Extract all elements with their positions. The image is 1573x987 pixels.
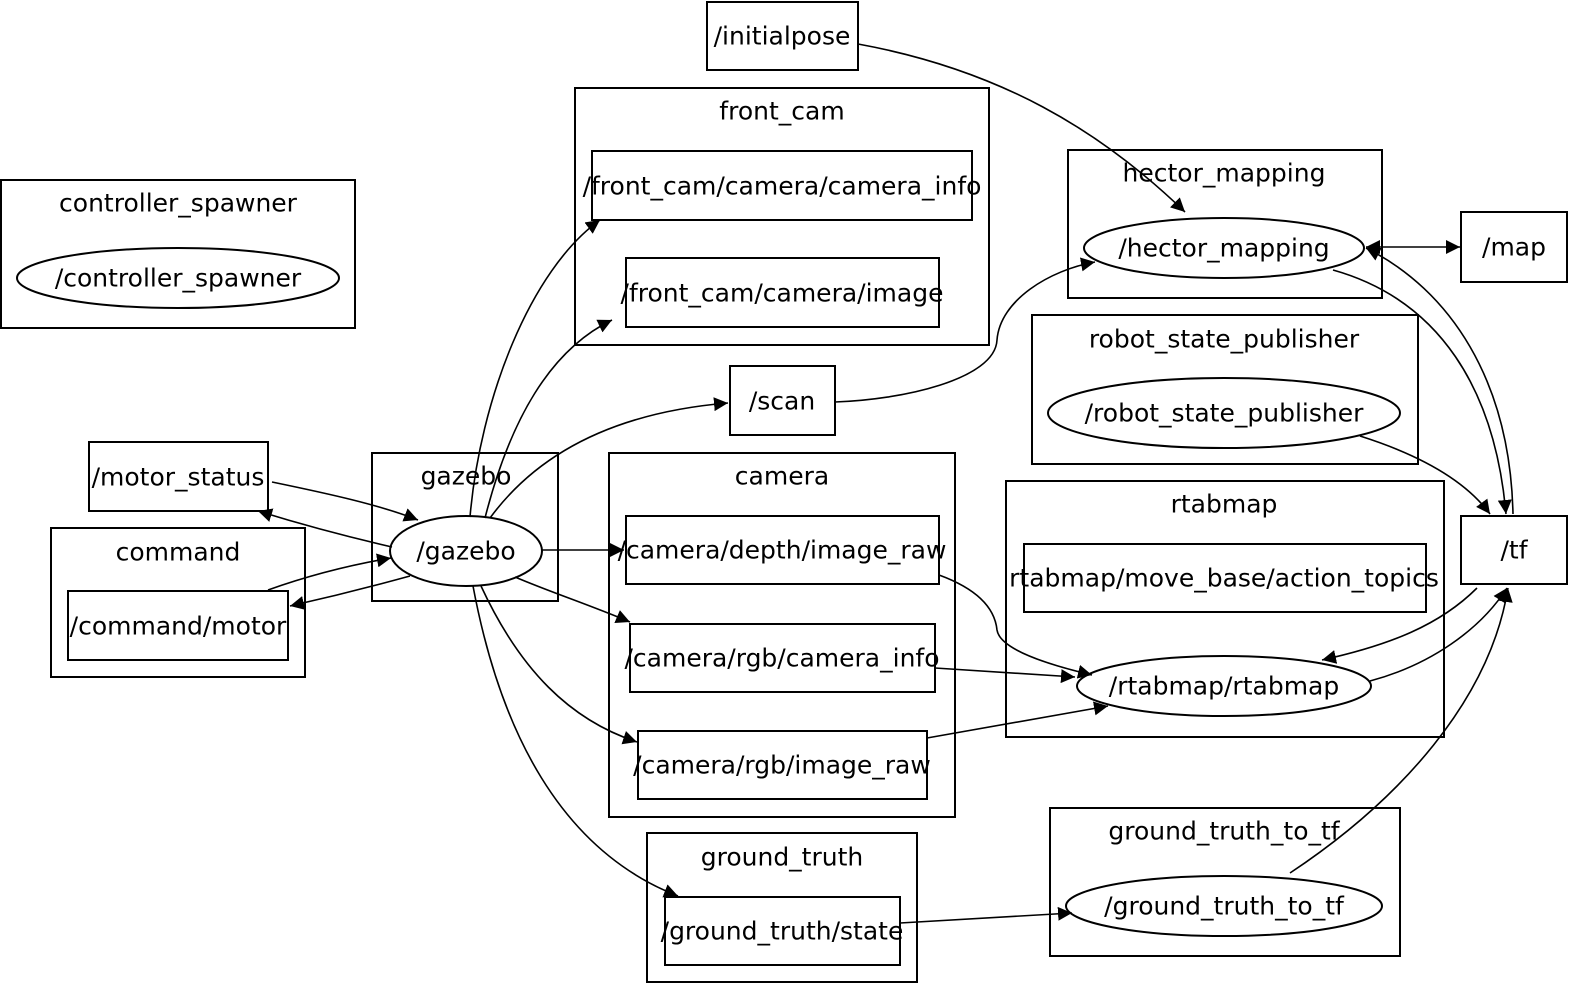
topic-label: /camera/rgb/image_raw (633, 751, 931, 780)
edges (257, 43, 1514, 924)
edge-robot-state-publisher-to-tf (1359, 435, 1491, 515)
topic-label: /command/motor (70, 612, 287, 641)
cluster-title: controller_spawner (59, 189, 298, 218)
topic-label: /front_cam/camera/camera_info (583, 172, 982, 201)
edge-rtabmap-to-tf (1369, 587, 1508, 682)
node-hector-mapping[interactable] (1083, 217, 1365, 279)
cluster-title: gazebo (421, 462, 512, 491)
topic-tf[interactable]: /tf (1460, 515, 1568, 585)
node-rtabmap[interactable] (1076, 655, 1372, 717)
cluster-ground-truth: ground_truth /ground_truth/state (646, 832, 918, 983)
topic-label: /initialpose (714, 22, 851, 51)
cluster-title: command (116, 538, 241, 567)
topic-front-cam-camera-info[interactable] (591, 150, 973, 221)
topic-scan[interactable]: /scan (729, 365, 836, 436)
edge-motor-status-to-gazebo (271, 481, 419, 522)
topic-label: /front_cam/camera/image (621, 279, 944, 308)
cluster-command: command /command/motor (50, 527, 306, 678)
node-gazebo[interactable] (389, 515, 543, 587)
topic-label: /camera/rgb/camera_info (624, 644, 939, 673)
cluster-title: ground_truth_to_tf (1108, 817, 1340, 846)
topic-label: /motor_status (92, 463, 265, 492)
cluster-hector-mapping: hector_mapping /hector_mapping (1067, 149, 1383, 299)
edge-rgb-camera-info-to-rtabmap (934, 667, 1076, 684)
edge-tf-to-hector-mapping (1365, 247, 1514, 515)
topic-label: /tf (1500, 536, 1528, 565)
topic-label: /map (1482, 233, 1546, 262)
edge-ground-truth-state-to-ground-truth-to-tf (899, 906, 1073, 924)
edge-command-motor-to-gazebo (267, 553, 392, 591)
topic-front-cam-image[interactable] (625, 257, 940, 328)
node-controller-spawner[interactable] (16, 247, 340, 309)
node-label: /rtabmap/rtabmap (1109, 672, 1339, 701)
edge-gazebo-to-ground-truth-state (472, 585, 679, 898)
topic-label: /scan (749, 387, 815, 416)
edge-gazebo-to-front-cam-info (469, 219, 601, 518)
cluster-title: ground_truth (701, 843, 864, 872)
cluster-title: rtabmap (1171, 490, 1278, 519)
cluster-title: front_cam (719, 97, 844, 126)
cluster-controller-spawner: controller_spawner /controller_spawner (0, 179, 356, 329)
topic-motor-status[interactable]: /motor_status (88, 441, 269, 512)
topic-camera-depth-image-raw[interactable] (625, 515, 940, 585)
cluster-robot-state-publisher: robot_state_publisher /robot_state_publi… (1031, 314, 1419, 465)
topic-label: /camera/depth/image_raw (618, 536, 947, 565)
edge-ground-truth-to-tf-to-tf (1289, 587, 1513, 874)
edge-gazebo-to-scan (489, 397, 729, 519)
topic-label: rtabmap/move_base/action_topics (1009, 564, 1439, 593)
node-label: /controller_spawner (55, 264, 302, 293)
edge-rgb-image-raw-to-rtabmap (926, 701, 1109, 739)
node-robot-state-publisher[interactable] (1047, 377, 1401, 449)
edge-initialpose-to-hector-mapping (857, 43, 1186, 213)
topic-map[interactable]: /map (1460, 211, 1568, 283)
topic-label: /ground_truth/state (661, 917, 904, 946)
node-label: /hector_mapping (1118, 234, 1329, 263)
node-label: /robot_state_publisher (1085, 399, 1364, 428)
edge-gazebo-to-command-motor (289, 575, 411, 610)
edge-gazebo-to-front-cam-image (484, 319, 613, 519)
topic-ground-truth-state[interactable] (664, 896, 901, 966)
topic-camera-rgb-image-raw[interactable] (637, 730, 928, 800)
cluster-title: robot_state_publisher (1089, 325, 1360, 354)
node-label: /ground_truth_to_tf (1104, 892, 1345, 921)
edge-gazebo-to-rgb-camera-info (514, 576, 631, 623)
cluster-gazebo: gazebo /gazebo (371, 452, 559, 602)
topic-move-base-action-topics[interactable] (1023, 543, 1427, 613)
edge-gazebo-to-motor-status (257, 508, 393, 548)
topic-camera-rgb-camera-info[interactable] (629, 623, 936, 693)
node-ground-truth-to-tf[interactable] (1065, 875, 1383, 937)
cluster-camera: camera /camera/depth/image_raw /camera/r… (608, 452, 956, 818)
topic-initialpose[interactable]: /initialpose (706, 1, 859, 71)
cluster-title: hector_mapping (1123, 159, 1326, 188)
cluster-title: camera (735, 462, 829, 491)
cluster-rtabmap: rtabmap rtabmap/move_base/action_topics … (1005, 480, 1445, 738)
topic-command-motor[interactable] (67, 590, 289, 661)
edge-scan-to-hector-mapping (834, 257, 1096, 403)
edge-depth-image-raw-to-rtabmap (938, 574, 1093, 679)
cluster-ground-truth-to-tf: ground_truth_to_tf /ground_truth_to_tf (1049, 807, 1401, 957)
node-label: /gazebo (416, 537, 515, 566)
edge-hector-mapping-to-tf (1332, 269, 1512, 515)
edge-tf-to-rtabmap (1321, 587, 1478, 664)
cluster-front-cam: front_cam /front_cam/camera/camera_info … (574, 87, 990, 346)
edge-gazebo-to-rgb-image-raw (480, 585, 638, 745)
